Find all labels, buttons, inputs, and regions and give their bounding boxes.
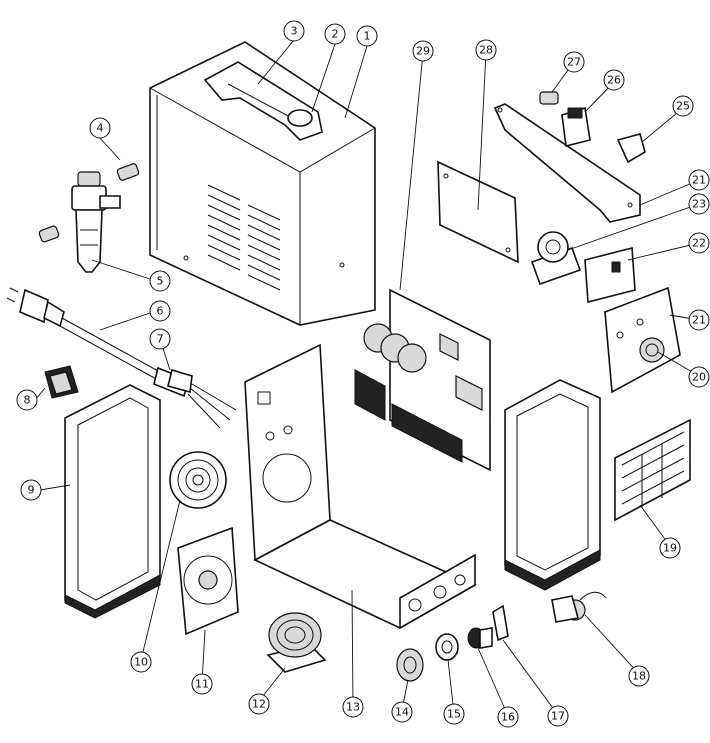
callout-23: 23 — [688, 193, 710, 215]
callout-18: 18 — [628, 665, 650, 687]
callout-22-label: 22 — [692, 237, 706, 250]
callout-6: 6 — [149, 300, 171, 322]
callout-5: 5 — [149, 270, 171, 292]
callout-20: 20 — [688, 366, 710, 388]
power-board — [354, 288, 491, 472]
solenoid-valve — [561, 106, 591, 147]
gas-fitting — [467, 627, 493, 649]
callout-6-label: 6 — [157, 305, 164, 318]
callout-29: 29 — [412, 40, 434, 62]
callout-29-label: 29 — [416, 45, 430, 58]
callout-21-upper-label: 21 — [692, 174, 706, 187]
callout-1-label: 1 — [364, 30, 371, 43]
callout-20-label: 20 — [692, 371, 706, 384]
callout-16-label: 16 — [501, 711, 515, 724]
callout-26-label: 26 — [607, 74, 621, 87]
callout-2-label: 2 — [332, 28, 339, 41]
callout-2: 2 — [324, 23, 346, 45]
callout-4-label: 4 — [97, 122, 104, 135]
front-frame — [64, 384, 161, 619]
callout-9: 9 — [20, 479, 42, 501]
torch-connector — [551, 591, 607, 623]
callout-19: 19 — [659, 537, 681, 559]
fitting-27 — [539, 91, 559, 105]
callout-13-label: 13 — [346, 701, 360, 714]
callout-1: 1 — [356, 25, 378, 47]
callout-10: 10 — [130, 651, 152, 673]
callout-28: 28 — [475, 39, 497, 61]
callout-17: 17 — [547, 705, 569, 727]
callout-3-label: 3 — [291, 25, 298, 38]
callout-21-lower: 21 — [688, 309, 710, 331]
callout-3: 3 — [283, 20, 305, 42]
toroid-inductor — [266, 612, 327, 673]
control-pcb — [437, 160, 519, 264]
small-pcb — [584, 246, 636, 304]
top-cover — [149, 41, 376, 326]
callout-28-label: 28 — [479, 44, 493, 57]
callout-14-label: 14 — [395, 706, 409, 719]
callout-12: 12 — [248, 693, 270, 715]
callout-8-label: 8 — [24, 394, 31, 407]
callout-10-label: 10 — [134, 656, 148, 669]
rear-frame — [504, 379, 601, 591]
air-filter-regulator — [38, 163, 140, 273]
callout-27: 27 — [563, 51, 585, 73]
callout-15: 15 — [443, 703, 465, 725]
callout-18-label: 18 — [632, 670, 646, 683]
callout-9-label: 9 — [28, 484, 35, 497]
callout-11: 11 — [191, 673, 213, 695]
callout-23-label: 23 — [692, 198, 706, 211]
callout-11-label: 11 — [195, 678, 209, 691]
nut — [435, 633, 459, 661]
output-socket — [396, 648, 424, 682]
mounting-rail — [493, 103, 641, 223]
power-cable — [6, 287, 237, 429]
callout-25-label: 25 — [676, 100, 690, 113]
callout-19-label: 19 — [663, 542, 677, 555]
leader-lines — [34, 39, 700, 717]
callout-8: 8 — [16, 389, 38, 411]
fan — [177, 526, 239, 636]
callout-4: 4 — [89, 117, 111, 139]
bracket-clip — [492, 604, 509, 642]
callout-21-upper: 21 — [688, 169, 710, 191]
callout-21-lower-label: 21 — [692, 314, 706, 327]
current-sensor — [530, 231, 582, 286]
callout-17-label: 17 — [551, 710, 565, 723]
callout-22: 22 — [688, 232, 710, 254]
callout-26: 26 — [603, 69, 625, 91]
callout-27-label: 27 — [567, 56, 581, 69]
callout-25: 25 — [672, 95, 694, 117]
callout-7: 7 — [149, 328, 171, 350]
rear-panel — [604, 286, 681, 394]
elbow-fitting — [616, 133, 646, 164]
callout-15-label: 15 — [447, 708, 461, 721]
callout-7-label: 7 — [157, 333, 164, 346]
callout-13: 13 — [342, 696, 364, 718]
callout-16: 16 — [497, 706, 519, 728]
callout-12-label: 12 — [252, 698, 266, 711]
callout-14: 14 — [391, 701, 413, 723]
switch — [44, 365, 79, 399]
rear-grille — [614, 418, 691, 522]
fan-guard — [169, 451, 227, 509]
chassis — [244, 343, 477, 630]
callout-5-label: 5 — [157, 275, 164, 288]
